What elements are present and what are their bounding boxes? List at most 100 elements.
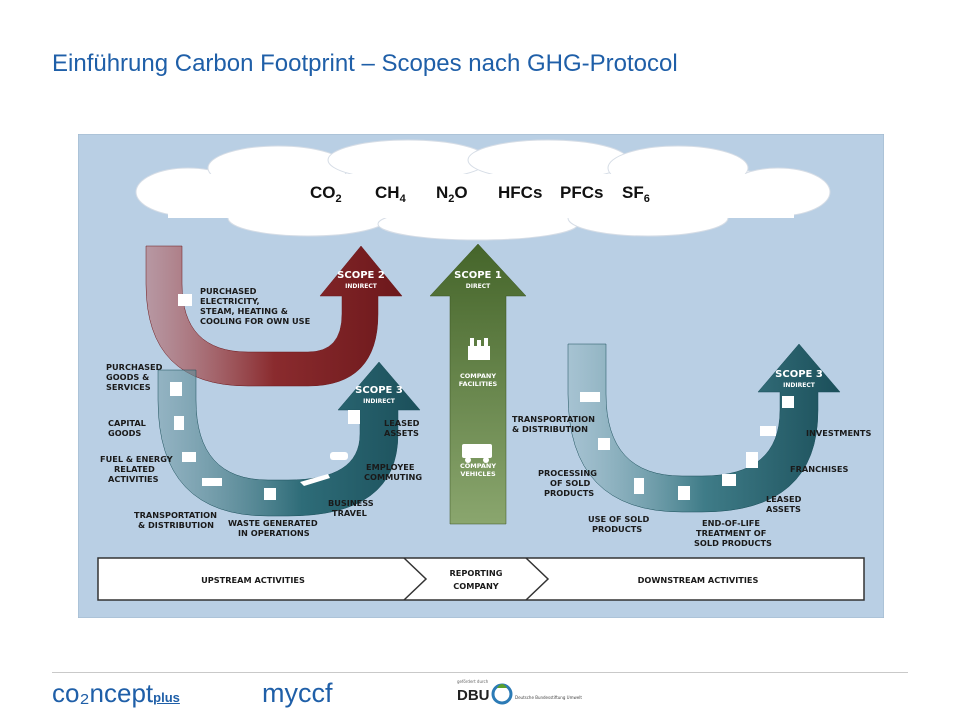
ship-icon [202,478,222,486]
svg-text:& DISTRIBUTION: & DISTRIBUTION [512,424,588,434]
fuel-truck-icon [182,452,196,462]
svg-text:TRANSPORTATION: TRANSPORTATION [512,414,595,424]
trash-icon [678,486,690,500]
scope1-arrow: SCOPE 1 DIRECT COMPANY FACILITIES COMPAN… [429,243,527,525]
scope1-facilities-line2: FACILITIES [459,380,498,388]
label-upstream-leased-assets: LEASED ASSETS [384,418,420,438]
svg-text:CAPITAL: CAPITAL [108,418,146,428]
svg-text:GOODS &: GOODS & [106,372,149,382]
scope1-vehicles-line1: COMPANY [460,462,496,470]
svg-text:TRANSPORTATION: TRANSPORTATION [134,510,217,520]
svg-text:ELECTRICITY,: ELECTRICITY, [200,296,260,306]
svg-text:WASTE GENERATED: WASTE GENERATED [228,518,318,528]
svg-text:COMMUTING: COMMUTING [364,472,422,482]
svg-text:FRANCHISES: FRANCHISES [790,464,848,474]
svg-text:Deutsche Bundesstiftung Umwelt: Deutsche Bundesstiftung Umwelt [515,695,582,700]
franchise-icon [760,426,776,436]
svg-text:PRODUCTS: PRODUCTS [544,488,594,498]
dbu-logo: gefördert durch DBU Deutsche Bundesstift… [455,676,595,712]
scope1-vehicles-line2: VEHICLES [460,470,496,478]
svg-text:USE OF SOLD: USE OF SOLD [588,514,649,524]
svg-text:EMPLOYEE: EMPLOYEE [366,462,414,472]
svg-text:RELATED: RELATED [114,464,155,474]
use-icon [634,478,644,494]
scope1-subtitle: DIRECT [466,283,491,290]
svg-text:TREATMENT OF: TREATMENT OF [696,528,766,538]
svg-text:GOODS: GOODS [108,428,141,438]
svg-text:INVESTMENTS: INVESTMENTS [806,428,871,438]
ghg-scopes-diagram: CO2 CH4 N2O HFCs PFCs SF6 SCOPE 2 INDIRE… [78,134,884,618]
waste-icon [264,488,276,500]
label-business-travel: BUSINESS TRAVEL [328,498,374,518]
greenhouse-gases: CO2 CH4 N2O HFCs PFCs SF6 [310,183,650,205]
investment-icon [782,396,794,408]
goods-icon [170,382,182,396]
label-investments: INVESTMENTS [806,428,871,438]
car-icon [330,452,348,460]
svg-text:SERVICES: SERVICES [106,382,151,392]
plane-icon [300,474,330,486]
scope1-facilities-line1: COMPANY [460,372,496,380]
gas-hfcs: HFCs [498,183,542,202]
page-title: Einführung Carbon Footprint – Scopes nac… [52,50,678,77]
label-upstream-transport: TRANSPORTATION & DISTRIBUTION [134,510,217,530]
scope3-downstream-arrow: SCOPE 3 INDIRECT [567,343,841,513]
leased-building-icon [746,452,758,468]
label-processing: PROCESSING OF SOLD PRODUCTS [538,468,597,498]
svg-text:COOLING FOR OWN USE: COOLING FOR OWN USE [200,316,310,326]
svg-text:FUEL & ENERGY: FUEL & ENERGY [100,454,174,464]
svg-text:TRAVEL: TRAVEL [332,508,367,518]
label-capital-goods: CAPITAL GOODS [108,418,146,438]
reporting-company-line2: COMPANY [453,581,500,591]
scope3-upstream-title: SCOPE 3 [355,385,403,396]
label-waste: WASTE GENERATED IN OPERATIONS [228,518,318,538]
svg-text:PURCHASED: PURCHASED [200,286,257,296]
svg-text:LEASED: LEASED [384,418,420,428]
svg-text:IN OPERATIONS: IN OPERATIONS [238,528,310,538]
scope3-downstream-subtitle: INDIRECT [783,382,816,389]
svg-text:END-OF-LIFE: END-OF-LIFE [702,518,760,528]
gas-pfcs: PFCs [560,183,603,202]
svg-text:OF SOLD: OF SOLD [550,478,590,488]
scope3-upstream-subtitle: INDIRECT [363,398,396,405]
reporting-company-line1: REPORTING [450,568,503,578]
scope2-subtitle: INDIRECT [345,283,378,290]
label-franchises: FRANCHISES [790,464,848,474]
label-employee-commuting: EMPLOYEE COMMUTING [364,462,422,482]
svg-text:gefördert durch: gefördert durch [457,679,489,684]
label-use-of-sold-products: USE OF SOLD PRODUCTS [588,514,649,534]
label-fuel-energy: FUEL & ENERGY RELATED ACTIVITIES [100,454,174,484]
svg-text:PROCESSING: PROCESSING [538,468,597,478]
scope2-title: SCOPE 2 [337,270,385,281]
svg-text:& DISTRIBUTION: & DISTRIBUTION [138,520,214,530]
scope3-downstream-title: SCOPE 3 [775,369,823,380]
svg-text:PRODUCTS: PRODUCTS [592,524,642,534]
power-plant-icon [178,294,192,306]
label-downstream-transport: TRANSPORTATION & DISTRIBUTION [512,414,595,434]
gas-co2: CO2 [310,183,342,205]
downstream-activities-label: DOWNSTREAM ACTIVITIES [638,575,759,585]
label-purchased-electricity: PURCHASED ELECTRICITY, STEAM, HEATING & … [200,286,310,326]
svg-text:ACTIVITIES: ACTIVITIES [108,474,159,484]
svg-text:LEASED: LEASED [766,494,802,504]
capital-goods-icon [174,416,184,430]
svg-text:SOLD PRODUCTS: SOLD PRODUCTS [694,538,772,548]
upstream-activities-label: UPSTREAM ACTIVITIES [201,575,305,585]
svg-text:ASSETS: ASSETS [766,504,801,514]
myccf-logo: myccf [262,678,333,708]
label-downstream-leased-assets: LEASED ASSETS [766,494,802,514]
svg-text:DBU: DBU [457,687,490,704]
truck-downstream-icon [580,392,600,402]
gas-sf6: SF6 [622,183,650,205]
svg-text:PURCHASED: PURCHASED [106,362,163,372]
svg-text:BUSINESS: BUSINESS [328,498,374,508]
label-purchased-goods: PURCHASED GOODS & SERVICES [106,362,163,392]
svg-text:STEAM, HEATING &: STEAM, HEATING & [200,306,288,316]
gas-ch4: CH4 [375,183,407,205]
factory-icon [468,338,490,360]
gas-n2o: N2O [436,183,468,205]
scope3-upstream-arrow: SCOPE 3 INDIRECT [157,361,421,517]
scope1-title: SCOPE 1 [454,270,502,281]
activities-bar: UPSTREAM ACTIVITIES REPORTING COMPANY DO… [97,557,865,601]
end-of-life-icon [722,474,736,486]
